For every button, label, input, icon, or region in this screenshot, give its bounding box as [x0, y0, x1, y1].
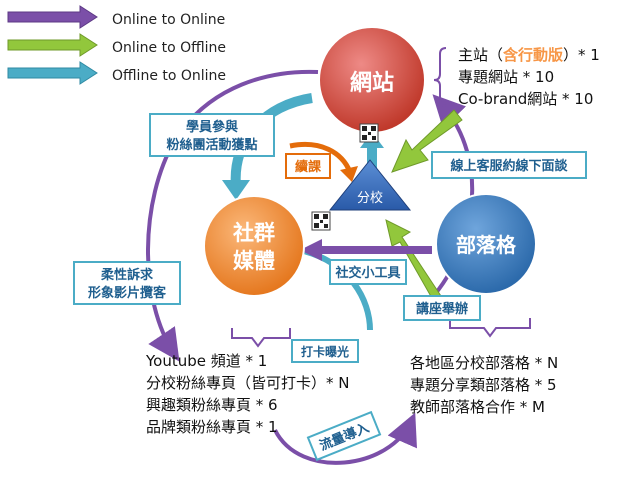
website-list-item: 專題網站 * 10: [458, 68, 554, 86]
website-label: 網站: [350, 70, 394, 96]
qr-code-icon: [359, 123, 379, 143]
legend-label: Online to Offline: [112, 40, 226, 56]
social-label-line1: 社群: [232, 221, 275, 245]
social-list-item: 品牌類粉絲專頁 * 1: [146, 418, 278, 436]
social-to-blog-curve: [273, 412, 417, 465]
label-checkin: 打卡曝光: [291, 339, 359, 363]
label-soft-appeal: 柔性訴求 形象影片攬客: [73, 261, 181, 305]
teal-arrow-icon: [7, 61, 98, 85]
svg-text:線上客服約線下面談: 線上客服約線下面談: [450, 158, 568, 174]
blog-list-item: 專題分享類部落格 * 5: [410, 376, 557, 394]
blog-list-bracket: [449, 318, 531, 338]
website-list-item-main: 主站（含行動版）* 1: [458, 46, 600, 64]
svg-text:講座舉辦: 講座舉辦: [416, 301, 468, 317]
legend-label: Online to Online: [112, 12, 225, 28]
label-lecture: 講座舉辦: [403, 295, 481, 321]
legend-label: Offline to Online: [112, 68, 226, 84]
blog-label: 部落格: [456, 233, 517, 257]
social-list: Youtube 頻道 * 1 分校粉絲專頁（皆可打卡）* N 興趣類粉絲專頁 *…: [145, 352, 350, 436]
svg-text:形象影片攬客: 形象影片攬客: [88, 285, 167, 301]
qr-code-icon: [311, 211, 331, 231]
node-social[interactable]: 社群 媒體: [203, 195, 305, 297]
label-course: 續課: [285, 153, 331, 179]
social-list-item: 分校粉絲專頁（皆可打卡）* N: [146, 374, 350, 392]
website-list-item: Co-brand網站 * 10: [458, 90, 593, 108]
svg-text:柔性訴求: 柔性訴求: [100, 267, 154, 283]
node-blog[interactable]: 部落格: [435, 193, 537, 295]
svg-text:續課: 續課: [295, 159, 322, 175]
orange-arrow-course: [289, 142, 353, 174]
node-branch[interactable]: 分校: [328, 159, 412, 211]
blog-list-item: 各地區分校部落格 * N: [410, 354, 558, 372]
legend-item-online-online: Online to Online: [7, 5, 225, 29]
green-arrow-blog-branch: [385, 219, 442, 301]
label-traffic: 流量導入: [306, 410, 382, 462]
website-list-bracket: [433, 47, 447, 107]
green-arrow-icon: [7, 33, 98, 57]
legend-item-online-offline: Online to Offline: [7, 33, 226, 57]
green-arrow-website-branch: [391, 109, 463, 173]
svg-text:社交小工具: 社交小工具: [334, 265, 400, 281]
social-list-item: Youtube 頻道 * 1: [145, 352, 267, 370]
blog-list-item: 教師部落格合作 * M: [410, 398, 545, 416]
purple-arrow-icon: [7, 5, 98, 29]
legend-item-offline-online: Offline to Online: [7, 61, 226, 85]
website-list: 主站（含行動版）* 1 專題網站 * 10 Co-brand網站 * 10: [458, 46, 600, 108]
node-website[interactable]: 網站: [318, 26, 426, 134]
orange-arrow-head: [340, 166, 358, 182]
svg-text:粉絲團活動獲點: 粉絲團活動獲點: [166, 137, 257, 153]
purple-arrow-blog-social: [300, 239, 432, 261]
branch-label: 分校: [357, 190, 383, 206]
teal-arrow-head: [222, 180, 250, 200]
label-social-tool: 社交小工具: [329, 259, 407, 285]
blog-list: 各地區分校部落格 * N 專題分享類部落格 * 5 教師部落格合作 * M: [410, 354, 558, 416]
svg-text:打卡曝光: 打卡曝光: [301, 344, 349, 359]
label-online-service: 線上客服約線下面談: [431, 151, 587, 179]
legend: Online to Online Online to Offline Offli…: [7, 5, 226, 85]
social-list-bracket: [231, 328, 291, 348]
label-student-participation: 學員參與 粉絲團活動獲點: [149, 113, 275, 157]
social-label-line2: 媒體: [233, 249, 275, 273]
svg-text:學員參與: 學員參與: [186, 119, 238, 135]
social-list-item: 興趣類粉絲專頁 * 6: [146, 396, 278, 414]
